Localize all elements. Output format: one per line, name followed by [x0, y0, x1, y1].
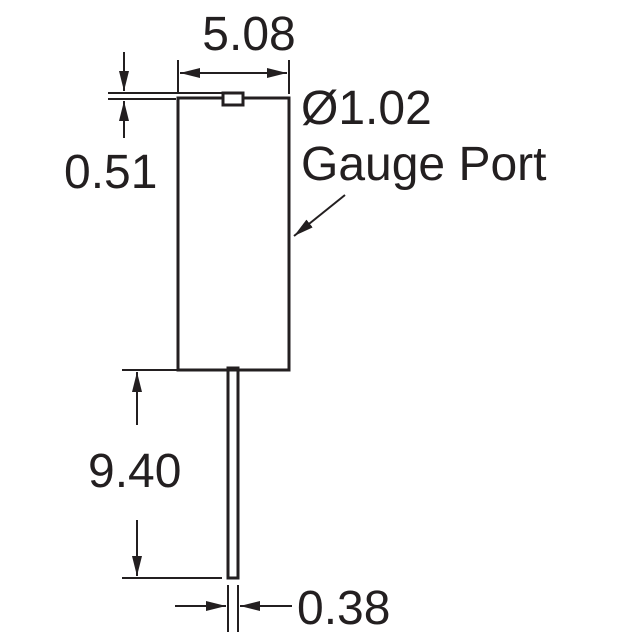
port-diameter-label: Ø1.02 — [301, 82, 432, 135]
port-height-label: 0.51 — [64, 146, 157, 199]
sensor-body — [176, 96, 291, 372]
body-width-dimension: 5.08 — [177, 8, 296, 94]
gauge-port-nub — [221, 91, 245, 107]
sensor-lead — [226, 366, 240, 580]
gauge-port-leader-arrow — [293, 194, 346, 237]
gauge-port-callout-label: Gauge Port — [301, 138, 546, 191]
lead-length-dimension: 9.40 — [88, 369, 222, 579]
lead-length-label: 9.40 — [88, 445, 181, 498]
body-width-label: 5.08 — [202, 8, 295, 61]
lead-width-dimension: 0.38 — [175, 582, 390, 635]
lead-width-label: 0.38 — [297, 582, 390, 635]
port-height-dimension: 0.51 — [64, 52, 222, 199]
